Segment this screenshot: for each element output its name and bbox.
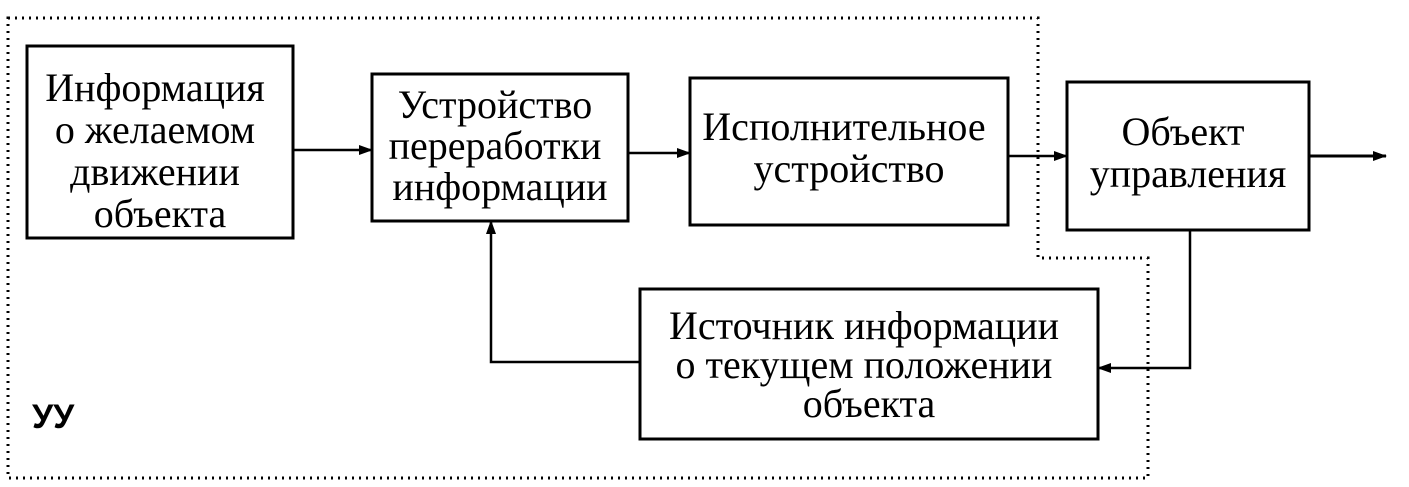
block-desired-motion-label: Информация о желаемом движении объекта bbox=[45, 65, 275, 236]
block-feedback-label: Источник информации о текущем положении … bbox=[669, 303, 1069, 426]
control-device-boundary bbox=[6, 16, 1150, 480]
arrow-feedback-to-processing bbox=[486, 220, 640, 364]
block-feedback-source: Источник информации о текущем положении … bbox=[638, 287, 1100, 441]
block-actuator-label: Исполнительное устройство bbox=[702, 104, 995, 191]
block-control-object: Объект управления bbox=[1065, 80, 1311, 232]
block-desired-motion-info: Информация о желаемом движении объекта bbox=[25, 44, 295, 240]
block-control-object-label: Объект управления bbox=[1090, 109, 1286, 196]
boundary-label: УУ bbox=[32, 398, 75, 436]
block-processing-device: Устройство переработки информации bbox=[370, 72, 630, 223]
block-processing-label: Устройство переработки информации bbox=[389, 82, 612, 209]
arrow-object-to-feedback bbox=[1097, 230, 1192, 373]
block-actuator: Исполнительное устройство bbox=[688, 76, 1010, 227]
